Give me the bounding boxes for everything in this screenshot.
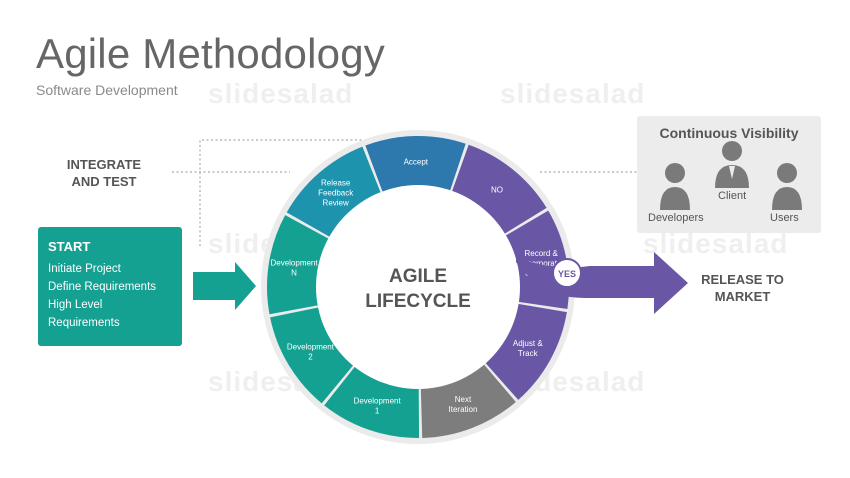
segment-7-label-1: 1 — [375, 407, 380, 416]
segment-1-label-0: Release — [321, 178, 351, 187]
segment-6-label-1: Iteration — [449, 405, 478, 414]
continuous-visibility-title: Continuous Visibility — [659, 125, 799, 141]
developers-label: Developers — [648, 212, 704, 224]
segment-group: DevelopmentNReleaseFeedbackReviewAcceptN… — [267, 136, 569, 438]
segment-5-label-1: Track — [518, 349, 539, 358]
release-to-market-label: RELEASE TO MARKET — [690, 271, 795, 305]
start-line-2: Define Requirements — [48, 281, 157, 293]
center-circle — [316, 185, 520, 389]
segment-8-label-0: Development — [287, 343, 335, 352]
segment-0-label-0: Development — [270, 258, 318, 267]
lifecycle-segment-1 — [286, 146, 382, 238]
release-line1: RELEASE TO — [701, 272, 784, 287]
segment-4-label-0: Record & — [525, 249, 559, 258]
start-panel: START Initiate Project Define Requiremen… — [38, 227, 182, 346]
segment-6-label-0: Next — [455, 395, 472, 404]
segment-3-label-0: NO — [491, 185, 503, 194]
users-label: Users — [770, 212, 799, 224]
segment-4-label-1: Incorporate — [521, 259, 562, 268]
watermark-4: slidesalad — [643, 228, 789, 259]
lifecycle-segment-7 — [324, 365, 420, 438]
segment-1-label-2: Review — [323, 198, 349, 207]
lifecycle-segment-2 — [365, 136, 466, 194]
center-label-line1: AGILE — [389, 266, 447, 287]
dotted-connectors — [172, 139, 637, 246]
continuous-visibility-panel: Continuous Visibility Developers Client … — [637, 116, 821, 233]
segment-7-label-0: Development — [354, 397, 402, 406]
segment-1-label-1: Feedback — [318, 188, 354, 197]
watermark-2: slidesalad — [500, 78, 646, 109]
start-line-3: High Level — [48, 299, 103, 311]
release-line2: MARKET — [714, 289, 771, 304]
start-title: START — [48, 239, 91, 254]
lifecycle-segment-8 — [270, 307, 355, 404]
lifecycle-segment-5 — [484, 303, 567, 400]
segment-5-label-0: Adjust & — [513, 339, 543, 348]
segment-2-label-0: Accept — [404, 158, 429, 167]
start-line-4: Requirements — [48, 317, 120, 329]
yes-badge — [552, 258, 582, 288]
integrate-line2: AND TEST — [71, 174, 137, 189]
center-label-line2: LIFECYCLE — [365, 291, 471, 312]
integrate-line1: INTEGRATE — [66, 157, 142, 172]
connector-left — [199, 139, 420, 246]
watermark-1: slidesalad — [208, 78, 354, 109]
lifecycle-segment-0 — [267, 215, 331, 315]
start-line-1: Initiate Project — [48, 263, 121, 275]
page-title: Agile Methodology — [36, 30, 385, 77]
segment-8-label-1: 2 — [308, 353, 313, 362]
page-subtitle: Software Development — [36, 82, 178, 98]
start-arrow — [193, 262, 256, 310]
segment-0-label-1: N — [291, 268, 297, 277]
yes-label: YES — [558, 269, 576, 279]
lifecycle-segment-3 — [451, 144, 547, 235]
client-label: Client — [718, 190, 747, 202]
integrate-and-test-label: INTEGRATE AND TEST — [52, 156, 156, 190]
lifecycle-segment-6 — [420, 363, 516, 438]
